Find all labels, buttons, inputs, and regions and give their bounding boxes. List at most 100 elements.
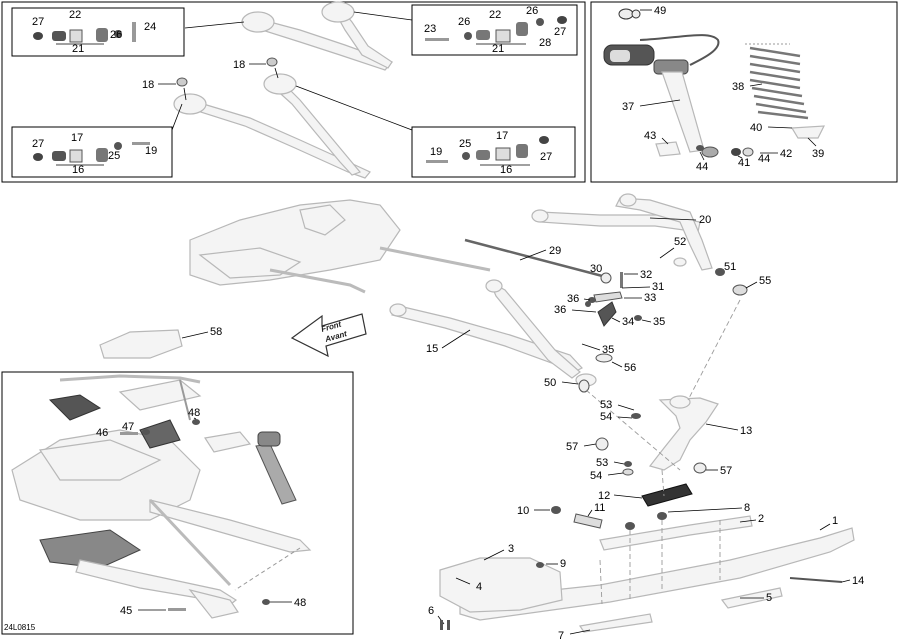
upper-a-arm bbox=[531, 193, 713, 271]
washer bbox=[625, 522, 635, 530]
callout-7: 7 bbox=[558, 630, 564, 642]
callout-8: 8 bbox=[744, 502, 750, 514]
leader-13 bbox=[705, 423, 739, 431]
leader-7 bbox=[569, 629, 591, 635]
front-direction-arrow: Front Avant bbox=[290, 313, 367, 358]
panel-b-frame bbox=[590, 1, 898, 183]
callout-21: 21 bbox=[72, 43, 84, 55]
bolt-hardware-row-tl bbox=[33, 22, 136, 43]
leader-34 bbox=[611, 317, 621, 323]
coil-spring-illustration bbox=[745, 43, 826, 139]
leader-56 bbox=[611, 361, 623, 368]
leader-1 bbox=[819, 523, 831, 531]
panel-c-frame bbox=[1, 371, 354, 635]
callout-32: 32 bbox=[640, 269, 652, 281]
panel-a-frame bbox=[1, 1, 586, 183]
detail-box-bottom-left bbox=[11, 126, 173, 178]
callout-42: 42 bbox=[780, 148, 792, 160]
callout-18-a: 18 bbox=[142, 79, 154, 91]
callout-17: 17 bbox=[496, 130, 508, 142]
leader-18-b-drop bbox=[274, 67, 279, 79]
callout-9: 9 bbox=[560, 558, 566, 570]
small-hardware-b bbox=[655, 141, 754, 157]
callout-30: 30 bbox=[590, 263, 602, 275]
washer-8 bbox=[657, 512, 667, 520]
leader-36 bbox=[583, 298, 591, 301]
spindle bbox=[648, 395, 719, 471]
callout-16: 16 bbox=[72, 164, 84, 176]
bolt-hardware-row-bl bbox=[33, 142, 150, 163]
callout-53: 53 bbox=[596, 457, 608, 469]
leader-3 bbox=[483, 549, 505, 561]
callout-25: 25 bbox=[108, 150, 120, 162]
callout-35: 35 bbox=[602, 344, 614, 356]
leader-38 bbox=[749, 83, 763, 87]
leader-41 bbox=[737, 155, 743, 159]
leader-53-b bbox=[613, 461, 625, 465]
leader-20 bbox=[649, 217, 697, 221]
bolt-hardware-row-br bbox=[426, 136, 549, 163]
leader-15 bbox=[441, 329, 471, 349]
callout-5: 5 bbox=[766, 592, 772, 604]
callout-26: 26 bbox=[110, 29, 122, 41]
callout-57: 57 bbox=[720, 465, 732, 477]
callout-44: 44 bbox=[758, 153, 770, 165]
leader-11 bbox=[587, 509, 593, 517]
callout-3: 3 bbox=[508, 543, 514, 555]
callout-16: 16 bbox=[500, 164, 512, 176]
callout-36: 36 bbox=[554, 304, 566, 316]
align-line-7 bbox=[599, 559, 603, 605]
callout-57: 57 bbox=[566, 441, 578, 453]
callout-19: 19 bbox=[145, 145, 157, 157]
callout-54: 54 bbox=[590, 470, 602, 482]
leader-43 bbox=[661, 137, 669, 145]
callout-23: 23 bbox=[424, 23, 436, 35]
callout-26: 26 bbox=[526, 5, 538, 17]
bumper-pad bbox=[641, 483, 693, 507]
callout-27: 27 bbox=[554, 26, 566, 38]
bolt-icon bbox=[440, 620, 450, 630]
drawing-code: 24L0815 bbox=[4, 623, 36, 632]
leader-50 bbox=[561, 381, 579, 385]
callout-44: 44 bbox=[696, 161, 708, 173]
callout-58: 58 bbox=[210, 326, 222, 338]
upper-a-arm-illustration bbox=[241, 1, 394, 71]
leader-54 bbox=[617, 416, 633, 419]
callout-19: 19 bbox=[430, 146, 442, 158]
leader-53 bbox=[617, 404, 635, 411]
clip-icon bbox=[618, 8, 641, 20]
callout-27: 27 bbox=[32, 16, 44, 28]
leader-18-a-drop bbox=[183, 87, 187, 101]
callout-54: 54 bbox=[600, 411, 612, 423]
leader-36-b bbox=[571, 309, 597, 313]
callout-45: 45 bbox=[120, 605, 132, 617]
leader-14 bbox=[841, 579, 851, 583]
spacer-and-nut bbox=[551, 506, 603, 529]
ski bbox=[439, 515, 855, 633]
callout-55: 55 bbox=[759, 275, 771, 287]
callout-56: 56 bbox=[624, 362, 636, 374]
lower-a-arm bbox=[389, 279, 597, 387]
callout-47: 47 bbox=[122, 421, 134, 433]
leader-48 bbox=[193, 417, 197, 420]
leader-35-b bbox=[581, 343, 601, 351]
leader-44 bbox=[699, 151, 705, 161]
callout-17: 17 bbox=[71, 132, 83, 144]
leader-box-tr bbox=[353, 11, 413, 21]
leader-52 bbox=[659, 247, 675, 259]
callout-37: 37 bbox=[622, 101, 634, 113]
callout-41: 41 bbox=[738, 157, 750, 169]
bushings-and-fasteners bbox=[578, 268, 748, 476]
callout-51: 51 bbox=[724, 261, 736, 273]
callout-40: 40 bbox=[750, 122, 762, 134]
leader-39 bbox=[807, 137, 817, 147]
callout-24: 24 bbox=[144, 21, 156, 33]
leader-37 bbox=[639, 99, 681, 107]
callout-6: 6 bbox=[428, 605, 434, 617]
detail-box-top-right bbox=[411, 4, 578, 56]
callout-36: 36 bbox=[567, 293, 579, 305]
detail-box-bottom-right bbox=[411, 126, 576, 178]
leader-40 bbox=[767, 126, 793, 129]
